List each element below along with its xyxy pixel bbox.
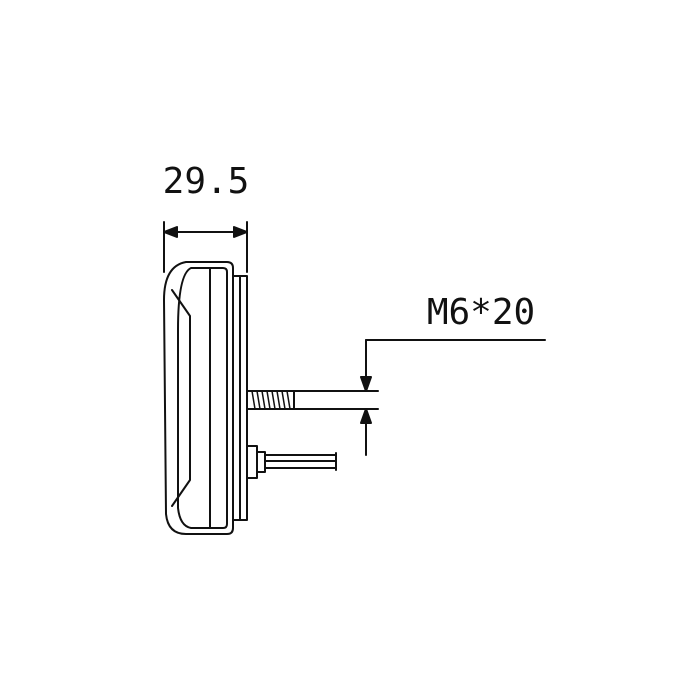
cable-gland	[246, 445, 337, 479]
width-dimension-label: 29.5	[163, 161, 250, 202]
gland-body	[256, 451, 266, 473]
bolt-thread-pattern	[251, 390, 291, 410]
bolt-spec-label: M6*20	[427, 292, 535, 333]
arrowhead-right	[233, 226, 248, 238]
width-dimension	[163, 221, 248, 273]
lamp-outer-outline	[163, 261, 234, 535]
lamp-inner-outline	[177, 267, 228, 529]
lamp-body	[163, 261, 248, 535]
arrowhead-down	[360, 376, 372, 392]
bolt-m6	[246, 390, 379, 410]
gland-nut	[246, 445, 258, 479]
arrowhead-left	[163, 226, 178, 238]
bolt-dimension	[360, 339, 546, 456]
lamp-lens-profile	[171, 289, 191, 507]
arrowhead-up	[360, 408, 372, 424]
